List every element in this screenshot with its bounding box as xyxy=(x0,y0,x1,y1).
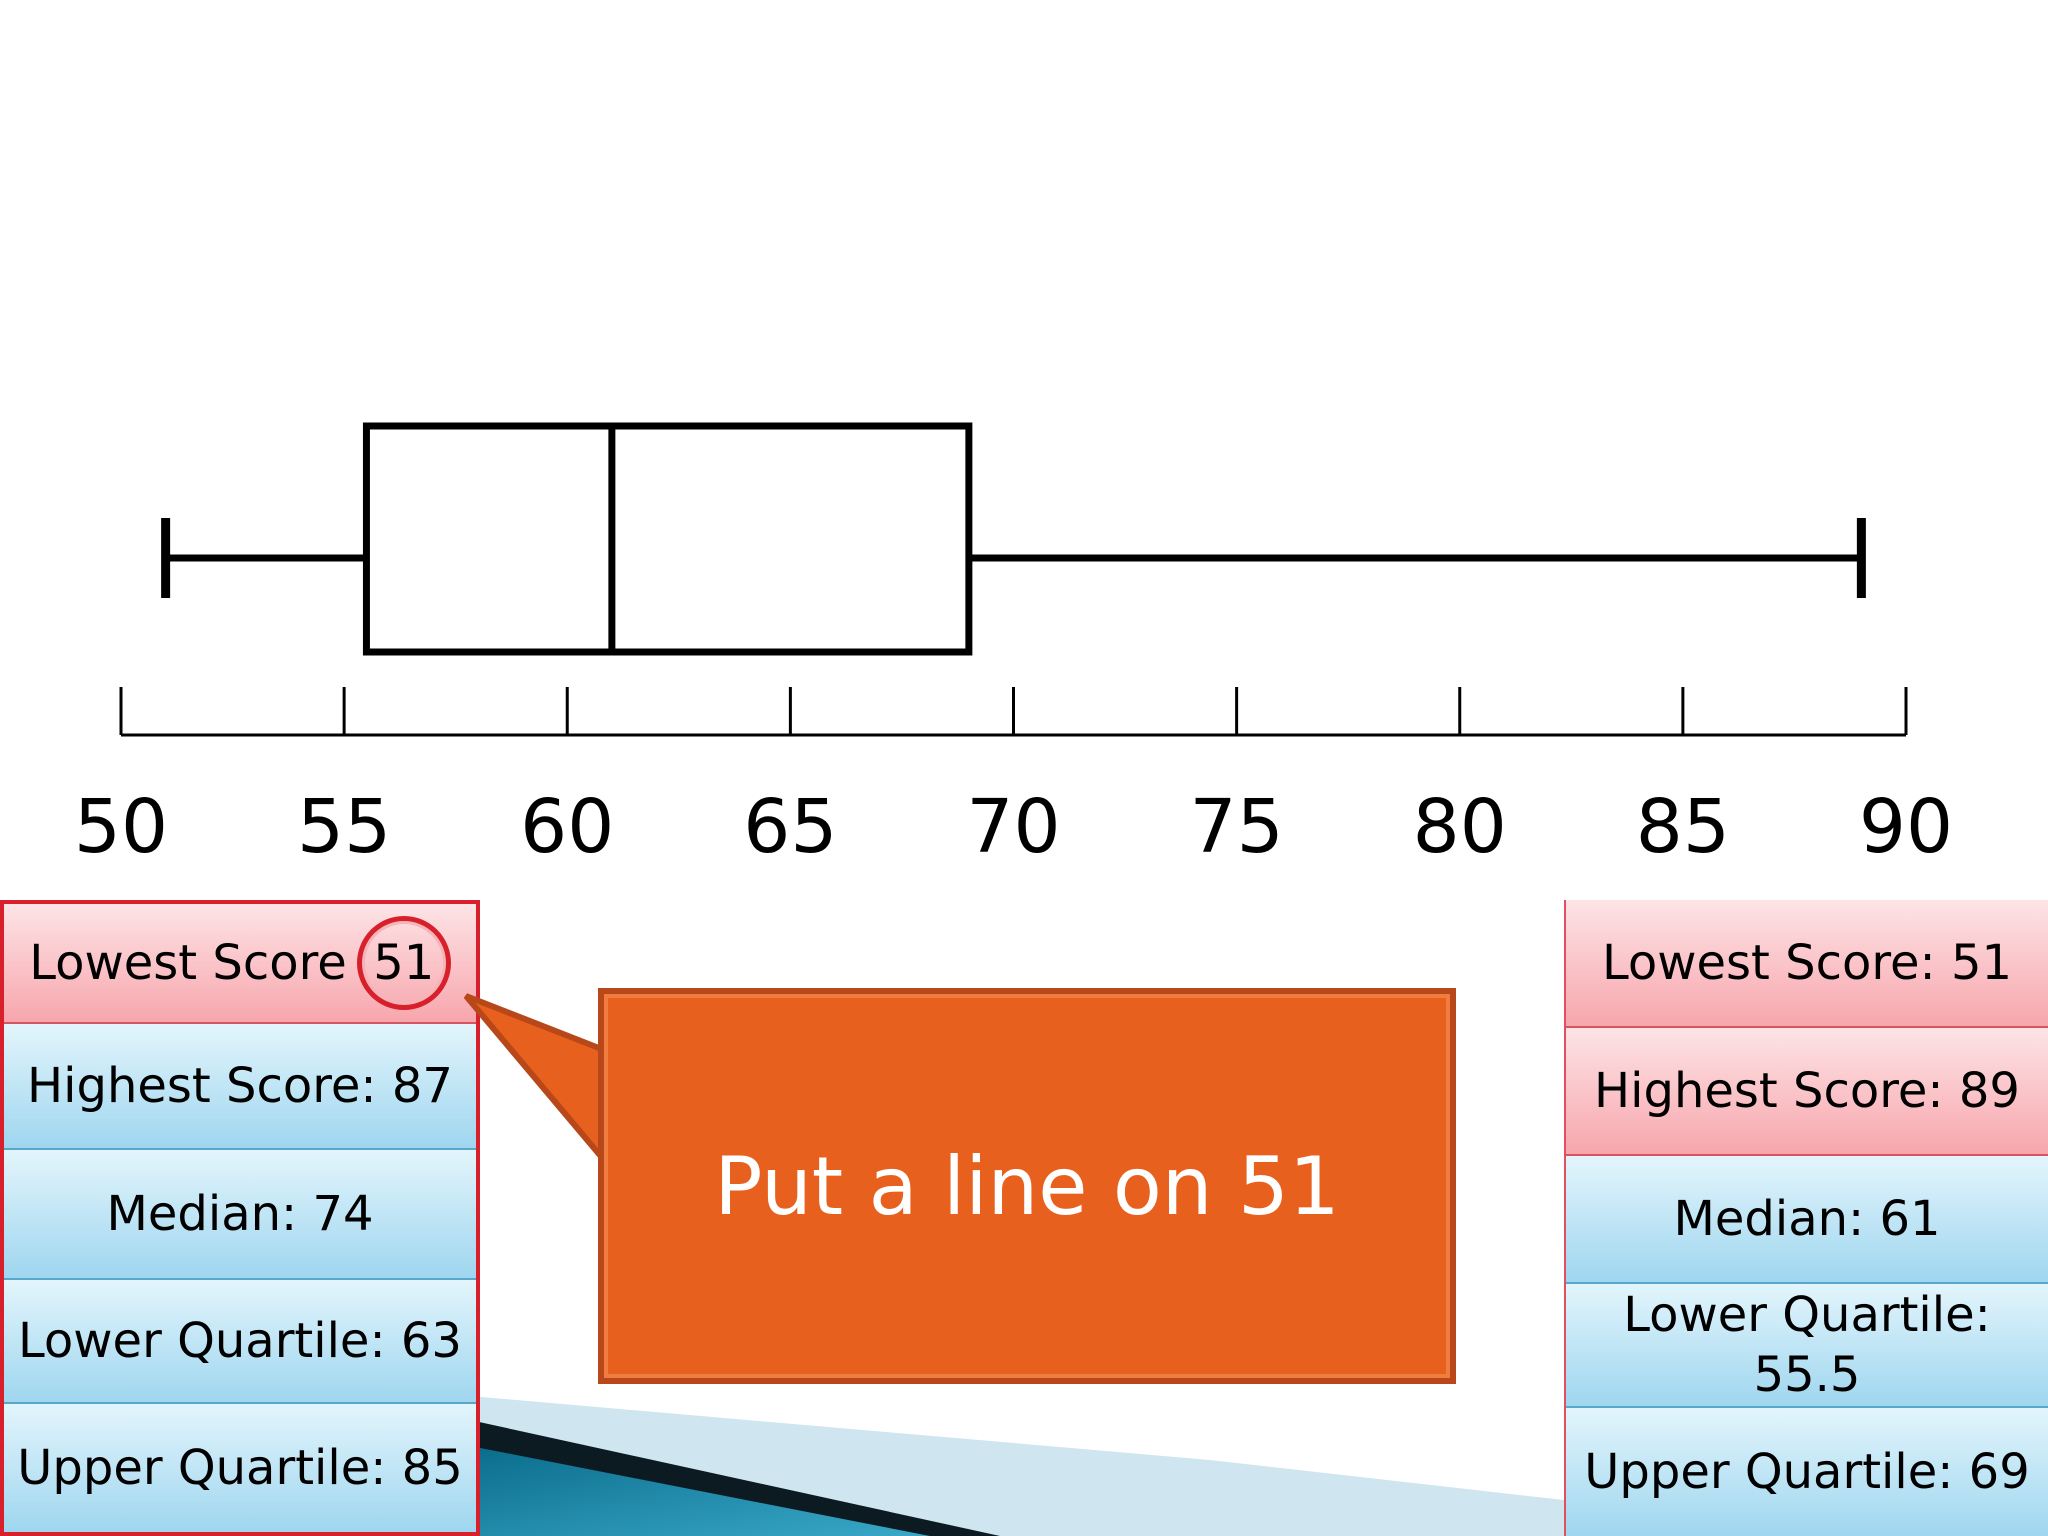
left-stats-panel: Lowest Score 51 Highest Score: 87 Median… xyxy=(0,900,480,1536)
tick-label: 80 xyxy=(1413,784,1507,870)
box-plot-chart: 50 55 60 65 70 75 80 85 90 xyxy=(74,422,1953,870)
tick-label: 75 xyxy=(1190,784,1284,870)
swoosh-blue xyxy=(470,1446,930,1536)
tick-label: 85 xyxy=(1636,784,1730,870)
interquartile-box xyxy=(362,422,973,656)
lower-quartile-cell: Lower Quartile: 55.5 xyxy=(1566,1284,2048,1408)
upper-quartile-cell: Upper Quartile: 69 xyxy=(1566,1408,2048,1536)
number-line-axis: 50 55 60 65 70 75 80 85 90 xyxy=(74,687,1953,870)
tick-label: 70 xyxy=(966,784,1060,870)
right-stats-panel: Lowest Score: 51 Highest Score: 89 Media… xyxy=(1564,900,2048,1536)
tick-label: 65 xyxy=(743,784,837,870)
highest-score-cell: Highest Score: 87 xyxy=(4,1024,476,1150)
callout-text: Put a line on 51 xyxy=(714,1139,1340,1233)
tick-label: 50 xyxy=(74,784,168,870)
box-plot xyxy=(161,422,1866,656)
tick-label: 60 xyxy=(520,784,614,870)
lowest-score-cell: Lowest Score 51 xyxy=(4,904,476,1024)
lower-quartile-cell: Lower Quartile: 63 xyxy=(4,1280,476,1404)
upper-quartile-cell: Upper Quartile: 85 xyxy=(4,1404,476,1532)
highest-score-cell: Highest Score: 89 xyxy=(1566,1028,2048,1156)
tick-label: 55 xyxy=(297,784,391,870)
lowest-score-cell: Lowest Score: 51 xyxy=(1566,900,2048,1028)
lowest-score-value-circled: 51 xyxy=(356,916,451,1010)
callout-box: Put a line on 51 xyxy=(598,988,1456,1384)
lowest-score-label: Lowest Score xyxy=(29,935,347,991)
tick-label: 90 xyxy=(1859,784,1953,870)
median-cell: Median: 74 xyxy=(4,1150,476,1280)
median-cell: Median: 61 xyxy=(1566,1156,2048,1284)
